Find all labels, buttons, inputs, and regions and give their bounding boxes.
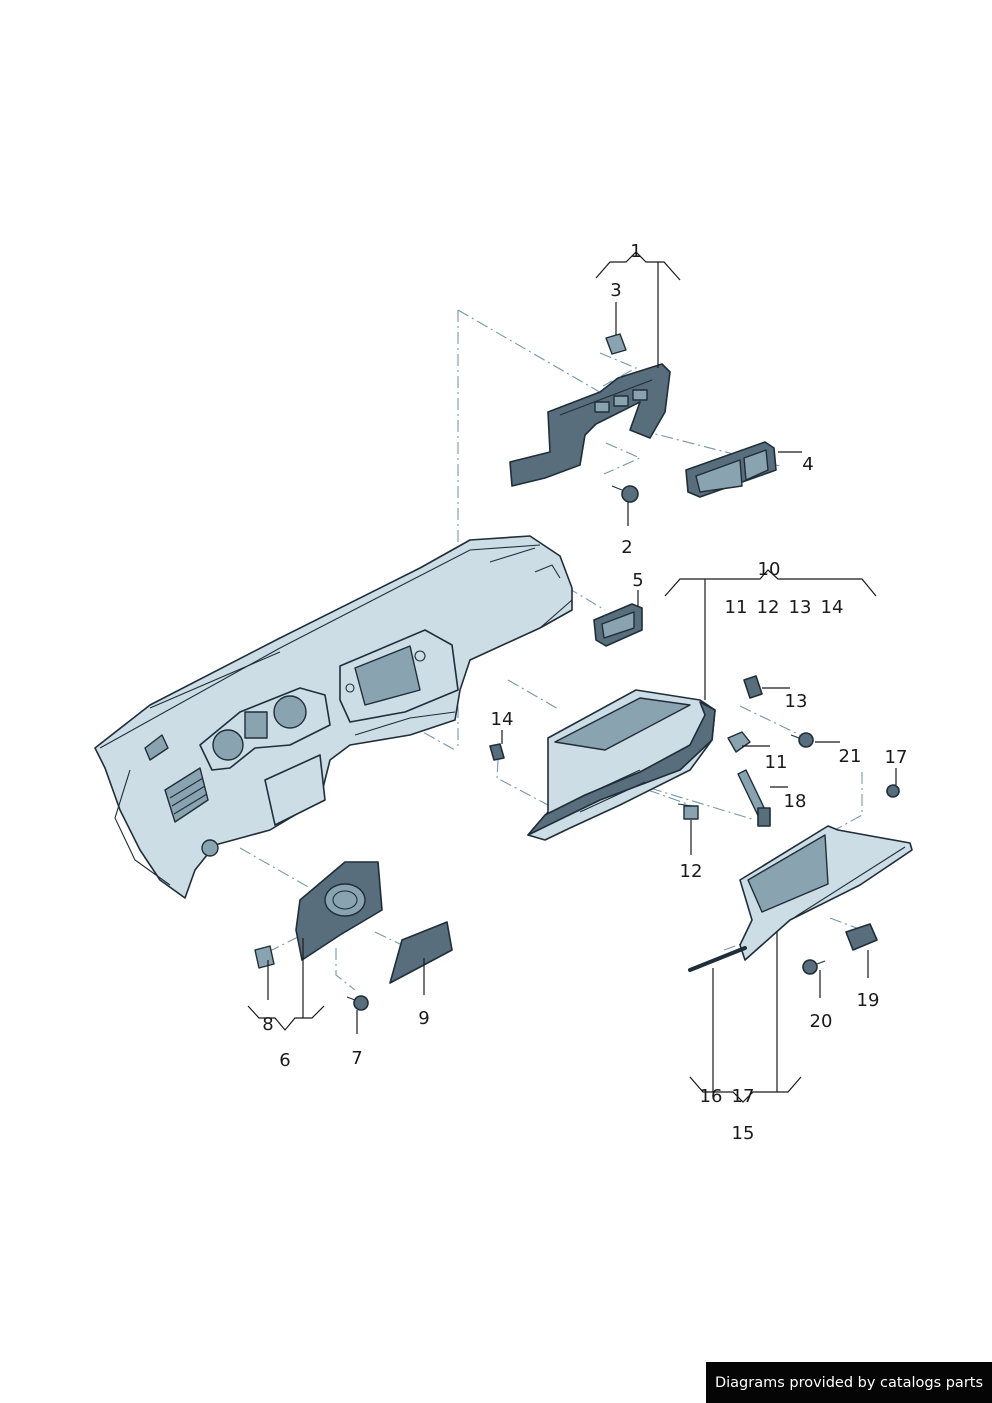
trim-panel-part-1	[509, 363, 671, 487]
cover-part-9	[389, 921, 453, 984]
screw-part-7	[346, 995, 369, 1011]
damper-rod-part-18	[737, 769, 771, 827]
assembly-guide-lines	[239, 309, 863, 991]
latch-part-19	[845, 923, 878, 951]
callout-10: 10	[758, 559, 781, 580]
pin-part-16	[688, 946, 747, 972]
callout-21: 21	[839, 746, 862, 767]
group-10-item-11: 11	[725, 597, 748, 618]
callout-1: 1	[630, 241, 641, 262]
callout-19: 19	[857, 990, 880, 1011]
leader-lines	[247, 251, 897, 1103]
callout-12: 12	[680, 861, 703, 882]
callout-3: 3	[610, 280, 621, 301]
callout-13: 13	[785, 691, 808, 712]
callout-17: 17	[885, 747, 908, 768]
group-15-item-16: 16	[700, 1086, 723, 1107]
clip-part-3	[605, 333, 627, 355]
group-10-item-14: 14	[821, 597, 844, 618]
clip-part-14	[489, 743, 505, 761]
callout-9: 9	[418, 1008, 429, 1029]
callout-8: 8	[262, 1014, 273, 1035]
callout-5: 5	[632, 570, 643, 591]
callout-4: 4	[802, 454, 813, 475]
group-15-item-17: 17	[732, 1086, 755, 1107]
glovebox-housing-part-10	[527, 689, 716, 841]
dashboard-panel	[94, 535, 573, 899]
callout-7: 7	[351, 1048, 362, 1069]
callout-20: 20	[810, 1011, 833, 1032]
bracket-part-13	[743, 675, 763, 699]
screw-part-17	[886, 784, 900, 798]
lower-trim-part-6	[295, 861, 383, 961]
callout-15: 15	[732, 1123, 755, 1144]
group-10-item-12: 12	[757, 597, 780, 618]
screw-part-21	[790, 732, 814, 748]
air-vent-part-4	[685, 441, 777, 498]
screw-part-20	[802, 959, 826, 975]
screw-part-2	[611, 485, 639, 503]
callout-labels: 1 3 4 2 10 5 11 12 13 14 13 14 21 11 17 …	[262, 241, 907, 1144]
callout-6: 6	[279, 1050, 290, 1071]
watermark-credit: Diagrams provided by catalogs parts	[706, 1362, 992, 1403]
callout-14: 14	[491, 709, 514, 730]
callout-2: 2	[621, 537, 632, 558]
clip-part-8	[254, 945, 275, 969]
glovebox-lid-part-15	[739, 825, 913, 961]
air-vent-part-5	[593, 603, 643, 647]
callout-11: 11	[765, 752, 788, 773]
buffer-part-12	[677, 803, 699, 820]
callout-18: 18	[784, 791, 807, 812]
group-10-item-13: 13	[789, 597, 812, 618]
latch-part-11	[727, 731, 751, 753]
